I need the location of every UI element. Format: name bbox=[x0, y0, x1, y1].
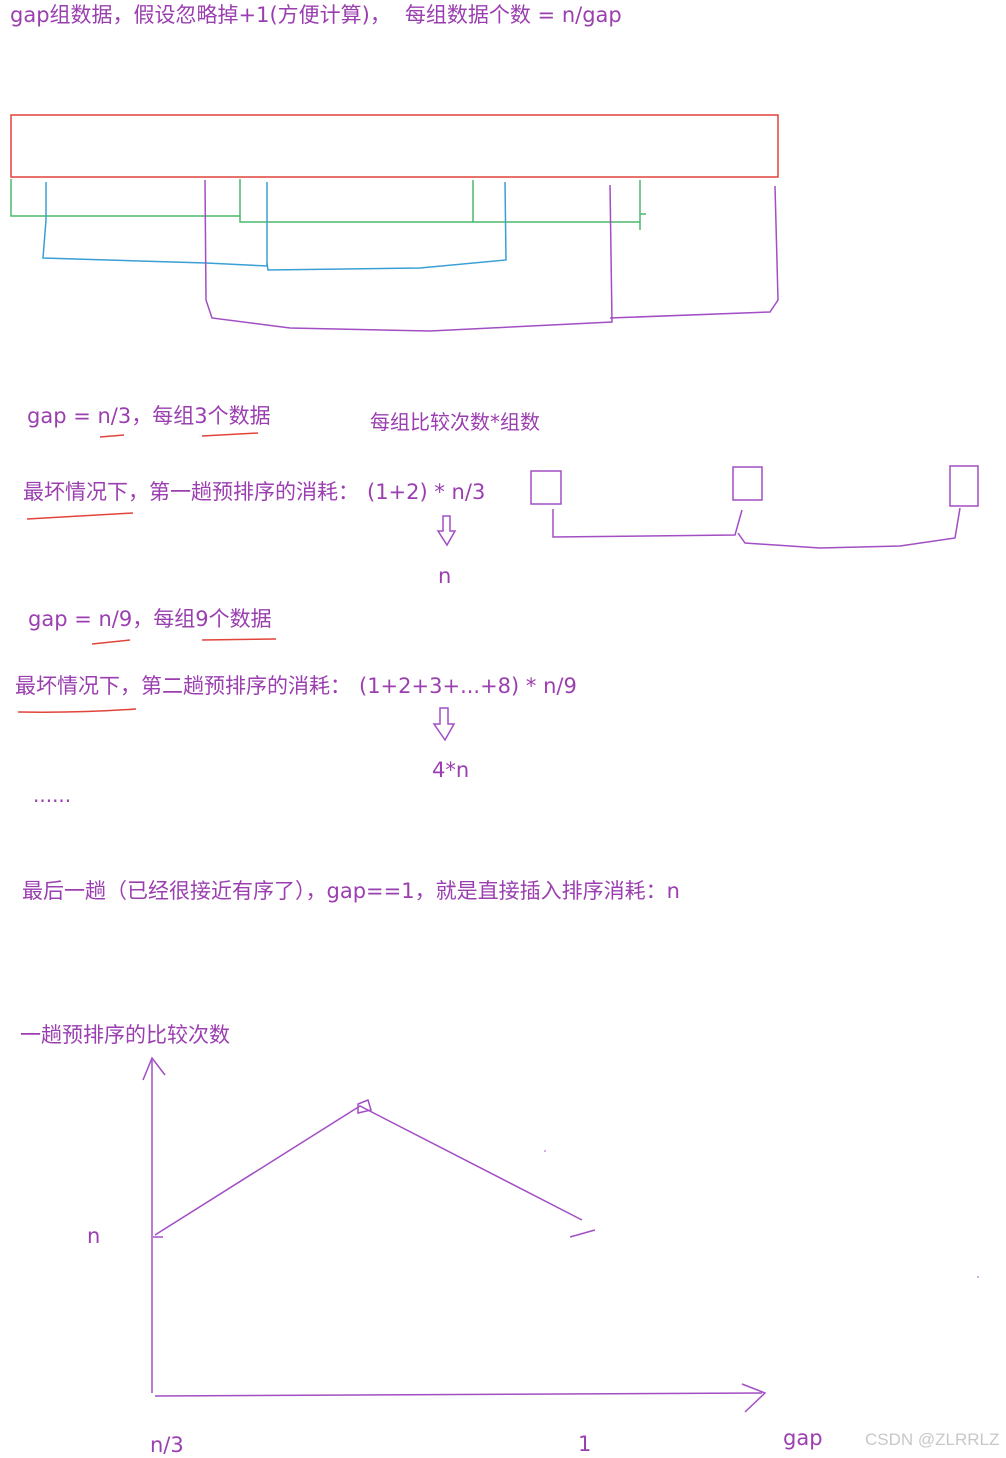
case2-result: 4*n bbox=[432, 758, 470, 782]
red-underlines bbox=[17, 432, 277, 713]
down-arrow-icon bbox=[432, 515, 457, 742]
case2-worst-line: 最坏情况下，第二趟预排序的消耗： (1+2+3+...+8) * n/9 bbox=[15, 676, 577, 697]
case1-result: n bbox=[438, 564, 452, 588]
purple-group-bracket bbox=[204, 179, 779, 332]
case2-formula: (1+2+3+...+8) * n/9 bbox=[359, 674, 577, 698]
stray-dot bbox=[544, 1150, 546, 1152]
case2-gap-line: gap = n/9，每组9个数据 bbox=[28, 607, 272, 631]
graph-x-tick-left: n/3 bbox=[150, 1433, 184, 1457]
case1-worst-text: 最坏情况下，第一趟预排序的消耗： bbox=[23, 480, 359, 504]
graph-y-tick: n bbox=[87, 1224, 101, 1248]
array-rectangle bbox=[10, 114, 779, 178]
watermark: CSDN @ZLRRLZ bbox=[865, 1430, 1000, 1449]
header-line1: gap组数据，假设忽略掉+1(方便计算)， bbox=[10, 3, 391, 27]
graph-xlabel: gap bbox=[783, 1426, 823, 1450]
case2-worst-text: 最坏情况下，第二趟预排序的消耗： bbox=[15, 674, 351, 698]
graph-curve bbox=[153, 1098, 596, 1238]
stray-dot bbox=[977, 1276, 979, 1278]
header-line: gap组数据，假设忽略掉+1(方便计算)， 每组数据个数 = n/gap bbox=[10, 5, 622, 26]
case1-note: 每组比较次数*组数 bbox=[370, 410, 540, 434]
ellipsis: ...... bbox=[33, 783, 72, 807]
case1-worst-line: 最坏情况下，第一趟预排序的消耗： (1+2) * n/3 bbox=[23, 482, 485, 503]
last-pass-line: 最后一趟（已经很接近有序了），gap==1，就是直接插入排序消耗：n bbox=[22, 879, 680, 903]
blue-group-bracket bbox=[42, 181, 507, 271]
graph-axes bbox=[142, 1056, 767, 1413]
case1-formula: (1+2) * n/3 bbox=[367, 480, 486, 504]
group-boxes bbox=[530, 465, 979, 549]
graph-ylabel: 一趟预排序的比较次数 bbox=[20, 1023, 230, 1047]
header-line1b: 每组数据个数 = n/gap bbox=[404, 3, 622, 27]
graph-x-tick-right: 1 bbox=[578, 1432, 592, 1456]
green-group-bracket bbox=[10, 179, 646, 230]
case1-gap-line: gap = n/3，每组3个数据 bbox=[27, 404, 271, 428]
